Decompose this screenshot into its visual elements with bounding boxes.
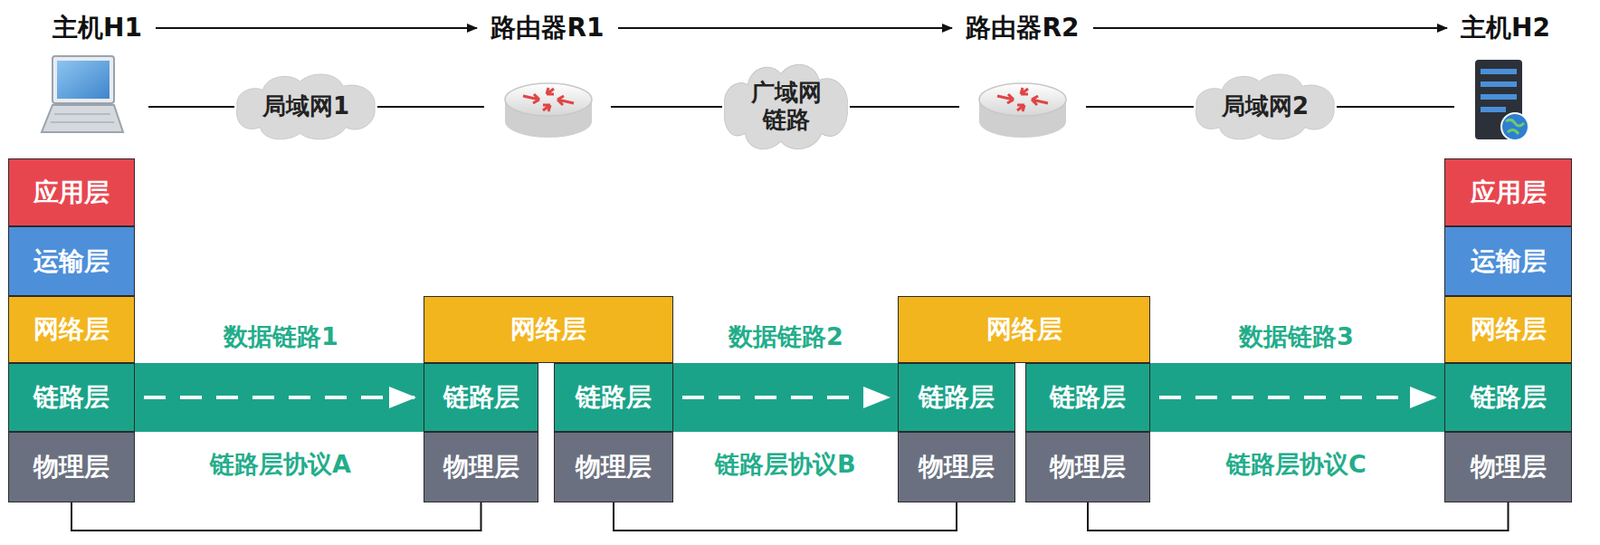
layer-box: 物理层 xyxy=(1025,431,1151,503)
network-name: 局域网2 xyxy=(1221,93,1309,121)
network-cloud: 广域网 链路 xyxy=(722,59,850,154)
layer-name: 运输层 xyxy=(33,244,110,279)
network-line xyxy=(148,105,235,108)
device-name: 路由器R2 xyxy=(959,10,1086,46)
link-name: 数据链路3 xyxy=(1238,320,1354,353)
link-band xyxy=(134,362,424,432)
device-name: 主机H2 xyxy=(1454,10,1557,46)
flow-arrow xyxy=(155,27,477,29)
layer-box: 链路层 xyxy=(423,362,539,432)
link-band xyxy=(673,362,898,432)
layer-box: 应用层 xyxy=(8,158,135,227)
layer-box: 运输层 xyxy=(1444,226,1572,296)
layer-box: 物理层 xyxy=(1444,431,1572,503)
server-icon xyxy=(1475,59,1529,141)
layer-name: 物理层 xyxy=(443,449,520,485)
layer-box: 链路层 xyxy=(1025,362,1151,432)
protocol-name: 链路层协议A xyxy=(209,447,352,481)
layer-box: 链路层 xyxy=(1444,362,1572,432)
device-name: 路由器R1 xyxy=(484,10,611,46)
layer-name: 网络层 xyxy=(1470,312,1547,347)
protocol-name: 链路层协议C xyxy=(1226,447,1367,481)
layer-box: 链路层 xyxy=(897,362,1016,432)
layer-name: 链路层 xyxy=(575,380,652,415)
layer-box: 运输层 xyxy=(8,226,135,296)
layer-name: 网络层 xyxy=(510,312,587,347)
flow-arrow xyxy=(618,27,953,29)
link-band xyxy=(1150,362,1445,432)
protocol-name: 链路层协议B xyxy=(714,447,857,481)
layer-name: 物理层 xyxy=(1049,449,1126,485)
layer-name: 物理层 xyxy=(575,449,652,485)
network-line xyxy=(849,105,960,108)
laptop-icon xyxy=(41,56,124,133)
layer-box: 网络层 xyxy=(897,295,1151,363)
device-title: 主机H2 xyxy=(1454,10,1557,138)
network-line xyxy=(610,105,723,108)
network-name: 广域网 链路 xyxy=(744,79,829,134)
layer-name: 运输层 xyxy=(1470,244,1547,279)
layer-box: 链路层 xyxy=(553,362,674,432)
layer-name: 链路层 xyxy=(918,380,995,415)
network-cloud: 局域网1 xyxy=(234,70,378,143)
physical-wire xyxy=(1087,502,1509,531)
device-title: 路由器R2 xyxy=(959,10,1086,138)
physical-wire xyxy=(71,502,482,531)
layer-box: 链路层 xyxy=(8,362,135,432)
layer-box: 网络层 xyxy=(423,295,674,363)
layer-name: 链路层 xyxy=(1049,380,1126,415)
layer-box: 物理层 xyxy=(897,431,1016,503)
layer-name: 网络层 xyxy=(986,312,1063,347)
layer-name: 网络层 xyxy=(33,312,110,347)
router-icon xyxy=(504,83,592,138)
physical-wire xyxy=(613,502,957,531)
data-link-arrow xyxy=(143,395,415,400)
layer-box: 网络层 xyxy=(1444,295,1572,363)
layer-name: 应用层 xyxy=(1470,175,1547,210)
layer-name: 物理层 xyxy=(33,449,110,485)
layer-box: 物理层 xyxy=(8,431,135,503)
layer-box: 网络层 xyxy=(8,295,135,363)
data-link-arrow xyxy=(682,395,889,400)
data-link-arrow xyxy=(1159,395,1436,400)
network-line xyxy=(1085,105,1194,108)
network-name: 局域网1 xyxy=(262,93,350,121)
network-line xyxy=(377,105,485,108)
flow-arrow xyxy=(1093,27,1448,29)
network-cloud: 局域网2 xyxy=(1193,70,1337,143)
layer-box: 物理层 xyxy=(423,431,539,503)
device-name: 主机H1 xyxy=(46,10,149,46)
layer-name: 物理层 xyxy=(918,449,995,485)
layer-name: 链路层 xyxy=(33,380,110,415)
link-name: 数据链路2 xyxy=(728,320,844,353)
layer-box: 物理层 xyxy=(553,431,674,503)
router-icon xyxy=(979,83,1067,138)
device-title: 主机H1 xyxy=(46,10,149,138)
layer-name: 应用层 xyxy=(33,175,110,210)
layer-box: 应用层 xyxy=(1444,158,1572,227)
network-line xyxy=(1336,105,1455,108)
layer-name: 物理层 xyxy=(1470,449,1547,485)
device-title: 路由器R1 xyxy=(484,10,611,138)
layer-name: 链路层 xyxy=(1470,380,1547,415)
link-name: 数据链路1 xyxy=(223,320,339,353)
layer-name: 链路层 xyxy=(443,380,520,415)
